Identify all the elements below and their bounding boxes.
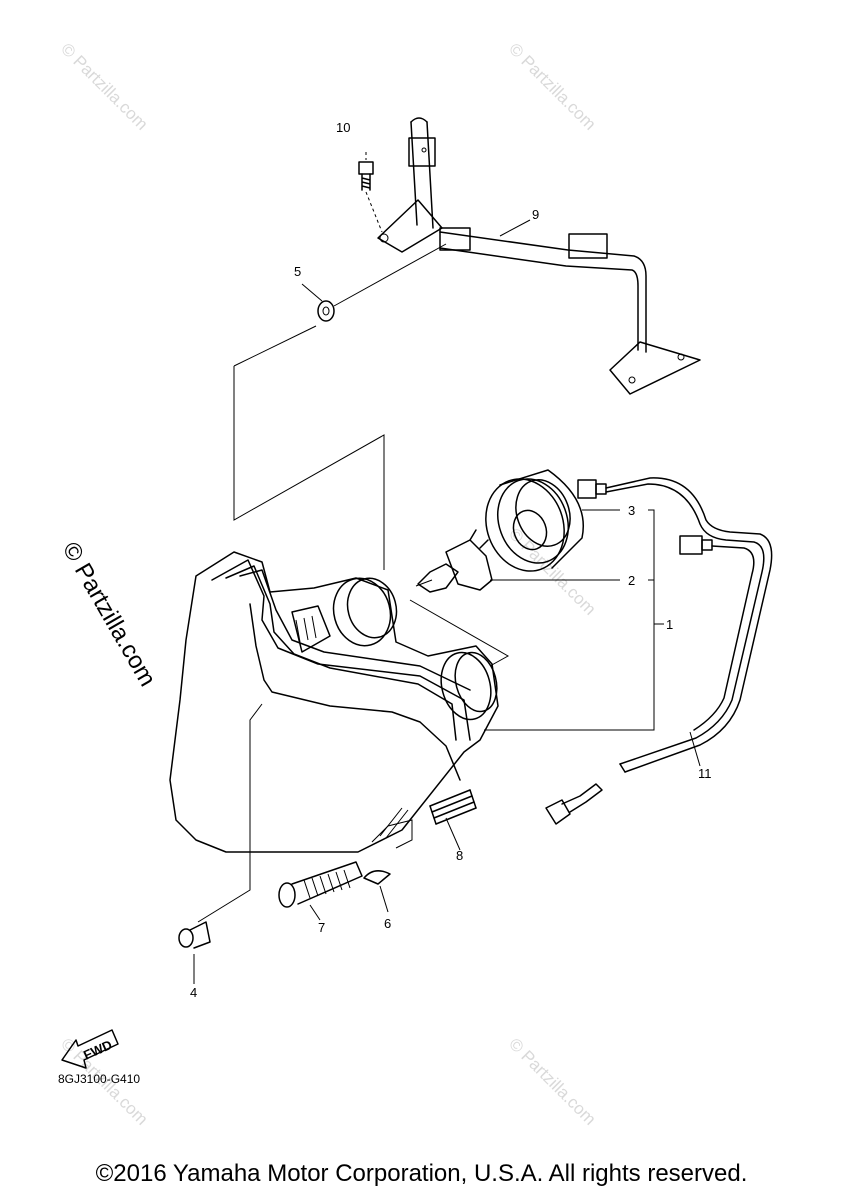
callout-6: 6 <box>384 916 391 931</box>
adjusting-spring <box>429 789 477 851</box>
headlight-assembly <box>169 551 499 853</box>
callout-2: 2 <box>628 573 635 588</box>
diagram-code: 8GJ3100-G410 <box>58 1072 141 1086</box>
callout-11: 11 <box>698 766 712 781</box>
callout-7: 7 <box>318 920 325 935</box>
callout-3: 3 <box>628 503 635 518</box>
grommet <box>301 283 335 322</box>
wiring-harness <box>545 477 773 825</box>
watermark: © Partzilla.com <box>505 524 599 618</box>
headlight-stay-bracket <box>377 117 701 395</box>
screw <box>178 703 263 984</box>
callout-numbers: 1 2 3 4 5 6 7 8 9 10 11 <box>190 120 712 1000</box>
clip <box>363 870 391 913</box>
headlight-bulb <box>417 529 493 593</box>
copyright-notice: ©2016 Yamaha Motor Corporation, U.S.A. A… <box>95 1160 748 1187</box>
watermark-main: © Partzilla.com <box>57 538 161 692</box>
fwd-label: FWD <box>81 1037 114 1063</box>
callout-10: 10 <box>336 120 350 135</box>
watermark: © Partzilla.com <box>505 39 599 133</box>
callout-9: 9 <box>532 207 539 222</box>
fwd-arrow-icon: FWD <box>61 1029 119 1069</box>
callout-5: 5 <box>294 264 301 279</box>
watermark: © Partzilla.com <box>57 39 151 133</box>
watermark: © Partzilla.com <box>505 1034 599 1128</box>
callout-1: 1 <box>666 617 673 632</box>
callout-leaders <box>484 219 701 767</box>
callout-8: 8 <box>456 848 463 863</box>
adjusting-screw <box>278 861 363 921</box>
bulb-cover <box>485 469 584 572</box>
callout-4: 4 <box>190 985 197 1000</box>
assembly-guide-lines <box>233 243 510 667</box>
bolt <box>358 152 383 233</box>
